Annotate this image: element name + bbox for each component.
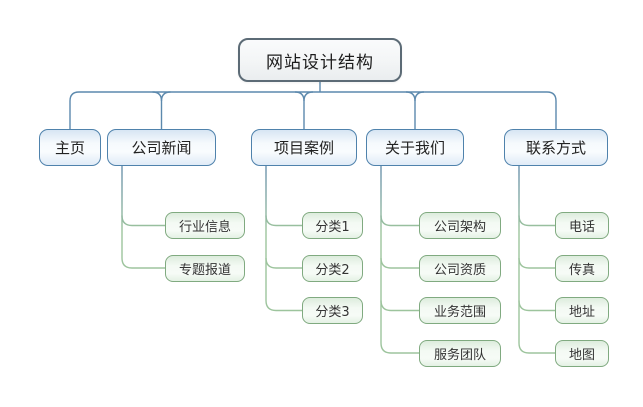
- node-contact[interactable]: 联系方式: [504, 129, 608, 166]
- node-phone[interactable]: 电话: [555, 212, 609, 239]
- node-category-2[interactable]: 分类2: [302, 254, 363, 282]
- node-company-news[interactable]: 公司新闻: [107, 129, 216, 166]
- node-company-structure[interactable]: 公司架构: [419, 212, 501, 239]
- node-business-scope[interactable]: 业务范围: [419, 297, 501, 324]
- node-about-us[interactable]: 关于我们: [366, 129, 464, 166]
- node-home[interactable]: 主页: [39, 129, 101, 166]
- node-special-reports[interactable]: 专题报道: [165, 254, 245, 282]
- node-category-1[interactable]: 分类1: [302, 212, 363, 239]
- node-company-qualifications[interactable]: 公司资质: [419, 254, 501, 282]
- node-website-design-structure[interactable]: 网站设计结构: [238, 38, 402, 82]
- node-address[interactable]: 地址: [555, 297, 609, 324]
- node-industry-info[interactable]: 行业信息: [165, 212, 245, 239]
- node-fax[interactable]: 传真: [555, 254, 609, 282]
- node-project-cases[interactable]: 项目案例: [251, 129, 357, 166]
- node-category-3[interactable]: 分类3: [302, 297, 363, 324]
- node-service-team[interactable]: 服务团队: [419, 339, 501, 367]
- root-branch-connectors: [69, 82, 557, 129]
- child-connectors: [121, 166, 555, 354]
- node-map[interactable]: 地图: [555, 339, 609, 367]
